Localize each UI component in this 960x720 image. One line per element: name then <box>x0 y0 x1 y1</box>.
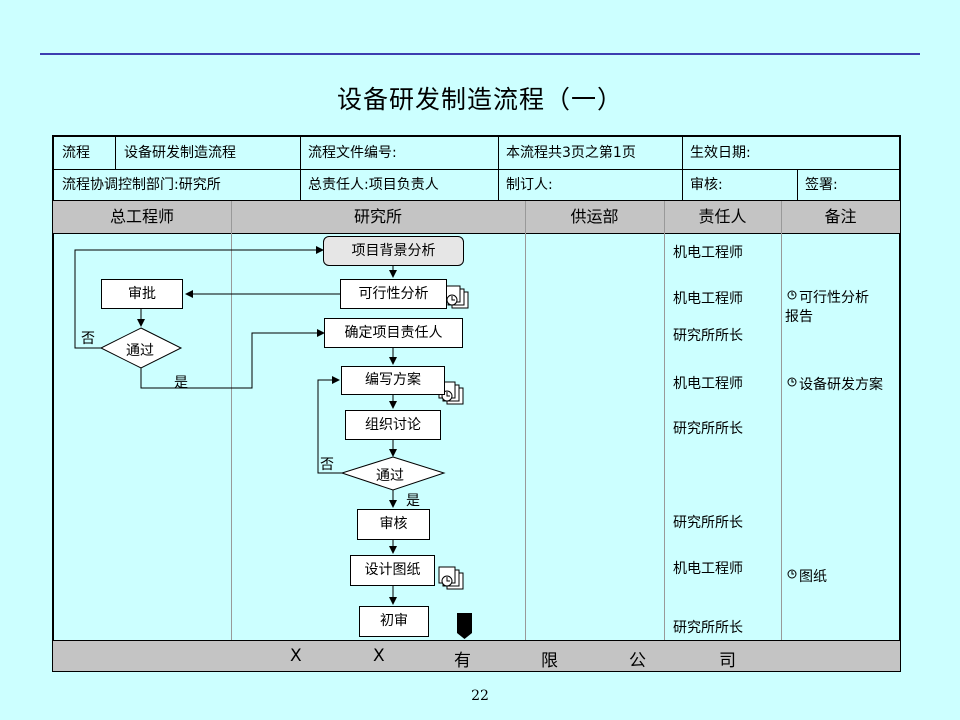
note-drawings: 图纸 <box>799 569 827 585</box>
footer-char: 司 <box>719 651 736 671</box>
flowchart-table <box>52 135 901 672</box>
lane-chief-engineer: 总工程师 <box>109 207 174 226</box>
lane-divider <box>664 201 665 641</box>
company-footer: X X 有 限 公 司 <box>53 641 900 671</box>
lane-remarks: 备注 <box>824 207 857 226</box>
header-col-divider <box>797 169 798 200</box>
header-page-info: 本流程共3页之第1页 <box>506 145 636 161</box>
responsible-entry: 研究所所长 <box>673 421 743 437</box>
lane-divider <box>781 201 782 641</box>
footer-divider <box>53 640 900 641</box>
note-feasibility-report-line2: 报告 <box>785 309 813 325</box>
header-owner: 总责任人:项目负责人 <box>308 177 439 193</box>
header-row-divider <box>53 169 900 170</box>
header-effective-date: 生效日期: <box>690 145 751 161</box>
lane-header-divider <box>53 233 900 234</box>
header-flow-label: 流程 <box>62 145 90 161</box>
header-signature: 签署: <box>805 177 838 193</box>
node-pass-decision-2: 通过 <box>376 468 404 484</box>
responsible-entry: 机电工程师 <box>673 245 743 261</box>
node-pass-decision-1: 通过 <box>126 343 154 359</box>
responsible-entry: 机电工程师 <box>673 291 743 307</box>
edge-label-yes: 是 <box>406 493 420 509</box>
header-col-divider <box>115 136 116 169</box>
header-col-divider <box>682 136 683 200</box>
responsible-entry: 研究所所长 <box>673 515 743 531</box>
edge-label-no: 否 <box>81 331 95 347</box>
page-number: 22 <box>471 688 489 704</box>
header-coord-dept: 流程协调控制部门:研究所 <box>62 177 221 193</box>
footer-char: X <box>290 646 302 666</box>
node-feasibility-analysis: 可行性分析 <box>340 279 447 309</box>
page-title: 设备研发制造流程（一） <box>336 85 623 114</box>
node-write-plan: 编写方案 <box>341 366 445 395</box>
header-reviewer: 审核: <box>690 177 723 193</box>
note-feasibility-report: 可行性分析 <box>799 290 869 306</box>
header-flow-name: 设备研发制造流程 <box>124 145 236 161</box>
top-rule <box>40 53 920 55</box>
lane-research-institute: 研究所 <box>353 207 402 226</box>
lane-supply-dept: 供运部 <box>570 207 619 226</box>
node-review: 审核 <box>357 509 430 540</box>
header-col-divider <box>300 136 301 200</box>
node-approval: 审批 <box>101 279 183 309</box>
footer-char: 限 <box>541 651 558 671</box>
edge-label-yes: 是 <box>174 375 188 391</box>
header-col-divider <box>498 136 499 200</box>
responsible-entry: 机电工程师 <box>673 561 743 577</box>
responsible-entry: 研究所所长 <box>673 620 743 636</box>
edge-label-no: 否 <box>320 457 334 473</box>
footer-char: X <box>373 646 385 666</box>
footer-char: 公 <box>629 651 646 671</box>
footer-char: 有 <box>454 651 471 671</box>
node-assign-owner: 确定项目责任人 <box>324 318 463 348</box>
node-discussion: 组织讨论 <box>345 410 441 440</box>
header-doc-number: 流程文件编号: <box>308 145 397 161</box>
header-author: 制订人: <box>506 177 553 193</box>
lane-divider <box>525 201 526 641</box>
node-preliminary-review: 初审 <box>359 606 429 637</box>
responsible-entry: 研究所所长 <box>673 328 743 344</box>
lane-divider <box>231 201 232 641</box>
header-bottom-divider <box>53 200 900 201</box>
lane-header-bar <box>53 201 900 233</box>
note-design-plan: 设备研发方案 <box>799 377 883 393</box>
lane-responsible: 责任人 <box>698 207 747 226</box>
responsible-entry: 机电工程师 <box>673 376 743 392</box>
node-project-background: 项目背景分析 <box>323 236 464 266</box>
node-design-drawing: 设计图纸 <box>350 555 435 586</box>
